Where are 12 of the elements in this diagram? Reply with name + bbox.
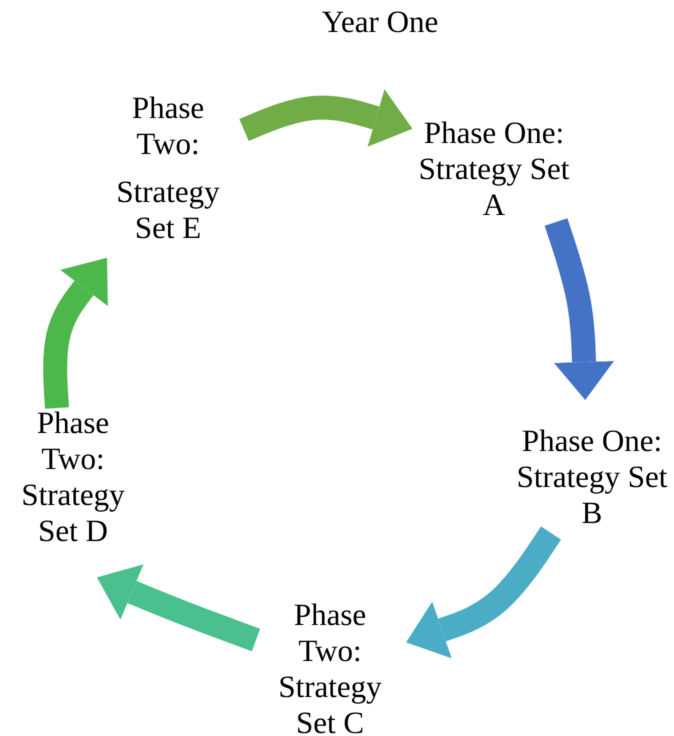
curved-arrow xyxy=(544,218,614,400)
title: Year One xyxy=(320,4,440,40)
phase-text: Phase Two: xyxy=(130,90,206,162)
curved-arrow xyxy=(43,258,108,409)
phase-text: Strategy Set E xyxy=(115,174,221,246)
phase-label: Phase One: Strategy Set B xyxy=(504,423,674,531)
phase-label: Phase Two: Strategy Set C xyxy=(257,597,403,736)
phase-label: Phase Two: Strategy Set D xyxy=(0,405,146,549)
curved-arrow xyxy=(406,526,561,658)
phase-label: Phase One: Strategy Set A xyxy=(406,115,582,223)
curved-arrow xyxy=(96,564,260,652)
curved-arrow xyxy=(239,89,412,147)
